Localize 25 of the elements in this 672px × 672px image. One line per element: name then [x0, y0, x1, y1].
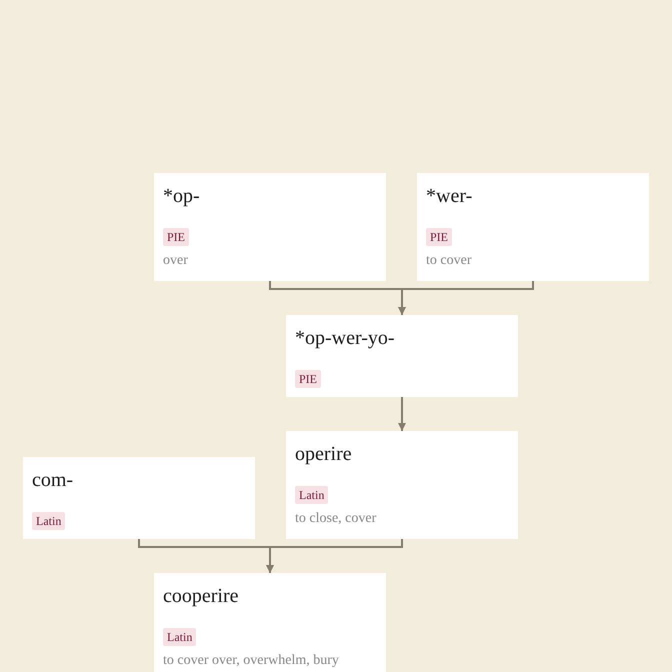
language-tag: Latin [295, 486, 328, 504]
language-tag: Latin [163, 628, 196, 646]
term-card [154, 573, 386, 672]
term-card [417, 173, 649, 281]
gloss-text: to cover over, overwhelm, bury [163, 652, 339, 670]
gloss-text: over [163, 252, 188, 270]
language-tag: PIE [295, 370, 321, 388]
language-tag: PIE [426, 228, 452, 246]
term-card [286, 431, 518, 539]
term-heading: cooperire [163, 584, 239, 609]
language-tag: PIE [163, 228, 189, 246]
term-card [23, 457, 255, 539]
term-heading: operire [295, 442, 352, 467]
gloss-text: to close, cover [295, 510, 376, 528]
term-heading: *op- [163, 184, 200, 209]
connector-arrow [398, 281, 534, 315]
language-tag: Latin [32, 512, 66, 530]
connector-arrow [398, 397, 406, 431]
term-heading: *op-wer-yo- [295, 326, 395, 351]
connector-arrow [266, 539, 403, 573]
term-heading: *wer- [426, 184, 472, 209]
gloss-text: to cover [426, 252, 472, 270]
term-heading: com- [32, 468, 74, 493]
term-card [286, 315, 518, 397]
term-card [154, 173, 386, 281]
